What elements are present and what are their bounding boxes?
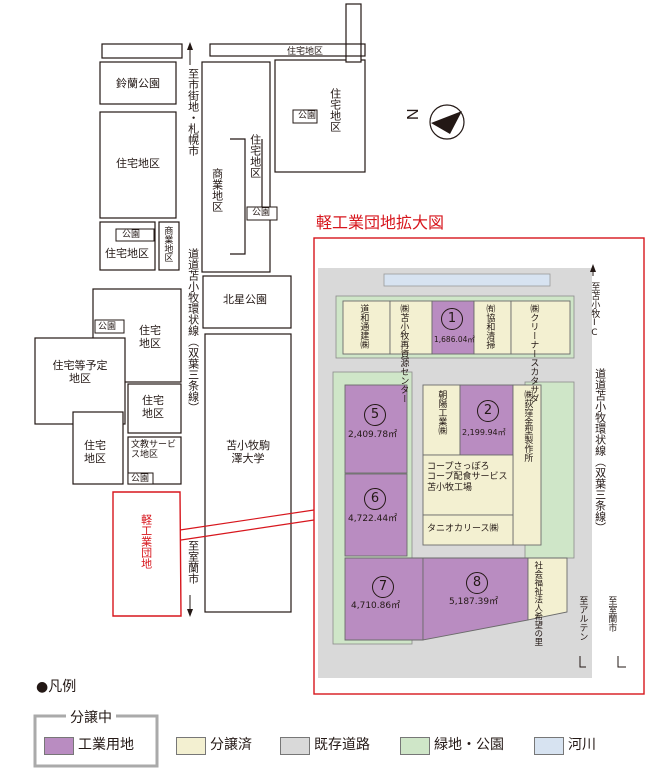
label-to-muroran: 至室蘭市	[186, 540, 200, 584]
legend-swatch-sold	[176, 737, 206, 755]
label-residential-5: 住宅地区	[142, 394, 164, 420]
block-commercial-small	[158, 221, 180, 271]
block-residential-1	[99, 111, 177, 219]
block-hokusei-park	[202, 275, 292, 329]
label-park-small-2: 公園	[252, 208, 271, 218]
legend-sold: 分譲済	[210, 737, 252, 753]
lot-1-number: 1	[441, 308, 463, 330]
lot-welfare: 社会福祉法人希望の里	[532, 561, 543, 646]
light-industrial-outline	[112, 491, 182, 617]
block-top-tower	[345, 3, 362, 63]
north-arrow-icon: N	[405, 104, 465, 140]
block-residential-top	[274, 59, 366, 173]
lot-clean: ㈱クリーナースカタサダ	[528, 304, 539, 403]
label-residential-right: 住宅地区	[328, 88, 342, 132]
label-to-city: 至市街地・札幌市	[186, 68, 200, 156]
label-hokusei-park: 北星公園	[223, 293, 267, 306]
label-to-ic: 至苫小牧IC	[589, 282, 600, 338]
block-residential-5	[127, 383, 182, 434]
label-park-small-1: 公園	[122, 230, 141, 240]
svg-text:N: N	[405, 108, 422, 120]
label-detail-to-muroran: 至室蘭市	[606, 596, 617, 632]
label-ring-road: 道道苫小牧環状線（双葉三条線）	[186, 248, 200, 413]
lot-5-area: 2,409.78㎡	[348, 430, 398, 440]
label-to-alten: 至アルテン	[577, 596, 588, 641]
label-suzuran-park: 鈴蘭公園	[116, 77, 160, 90]
lot-5-number: 5	[364, 404, 386, 426]
lot-ogikubo: ㈱荻窪金型製作所	[522, 390, 533, 462]
label-residential-1: 住宅地区	[116, 157, 160, 170]
label-planned-residential: 住宅等予定地区	[52, 359, 108, 385]
label-university: 苫小牧駒澤大学	[226, 439, 270, 465]
lot-2-area: 2,199.94㎡	[462, 428, 506, 437]
legend-industrial: 工業用地	[78, 737, 134, 753]
label-residential-6: 住宅地区	[84, 439, 106, 465]
lot-1-area: 1,686.04㎡	[434, 335, 475, 344]
label-light-industrial: 軽工業団地	[139, 514, 153, 569]
block-university	[204, 333, 292, 613]
lot-coop: コープさっぽろ コープ配食サービス 苫小牧工場	[427, 462, 508, 493]
label-commercial-small: 商業地区	[162, 226, 173, 262]
label-bunkyo: 文教サービス地区	[131, 440, 177, 461]
label-park-small-4: 公園	[131, 474, 150, 484]
lot-7-number: 7	[372, 576, 394, 598]
detail-title: 軽工業団地拡大図	[316, 213, 445, 232]
lot-tanio: タニオカリース㈱	[427, 524, 499, 534]
label-residential-2: 住宅地区	[105, 247, 149, 260]
legend-road: 既存道路	[314, 737, 370, 753]
label-commercial-main: 商業地区	[210, 168, 224, 212]
block-residential-6	[72, 411, 124, 485]
lot-tomakomai-center: ㈱苫小牧再資源センター	[398, 304, 409, 403]
legend-swatch-river	[534, 737, 564, 755]
lot-6-area: 4,722.44㎡	[348, 514, 398, 524]
label-residential-top-park: 公園	[298, 111, 317, 121]
lot-8-area: 5,187.39㎡	[449, 597, 499, 607]
legend-box-title: 分譲中	[66, 707, 116, 727]
legend-green: 緑地・公園	[434, 737, 504, 753]
block-suzuran-park	[99, 61, 177, 105]
label-residential-top: 住宅地区	[287, 47, 324, 57]
legend-swatch-industrial	[44, 737, 74, 755]
lot-6-number: 6	[364, 488, 386, 510]
label-residential-4: 住宅地区	[139, 324, 161, 350]
legend-river: 河川	[568, 737, 596, 753]
lot-2-number: 2	[477, 400, 499, 422]
lot-7-area: 4,710.86㎡	[351, 601, 401, 611]
label-detail-ring-road: 道道苫小牧環状線（双葉三条線）	[593, 368, 607, 533]
label-park-small-3: 公園	[98, 322, 117, 332]
legend-heading: ●凡例	[36, 679, 77, 695]
lot-8-number: 8	[466, 572, 488, 594]
legend-swatch-road	[280, 737, 310, 755]
legend-swatch-green	[400, 737, 430, 755]
block-commercial-main	[201, 61, 271, 273]
lot-asahi: 朝陽工業㈱	[436, 390, 447, 435]
lot-dowa: 道和通建㈱	[358, 304, 369, 349]
label-residential-3: 住宅地区	[248, 134, 262, 178]
lot-kyowa: ㈲協和清掃	[484, 304, 495, 349]
